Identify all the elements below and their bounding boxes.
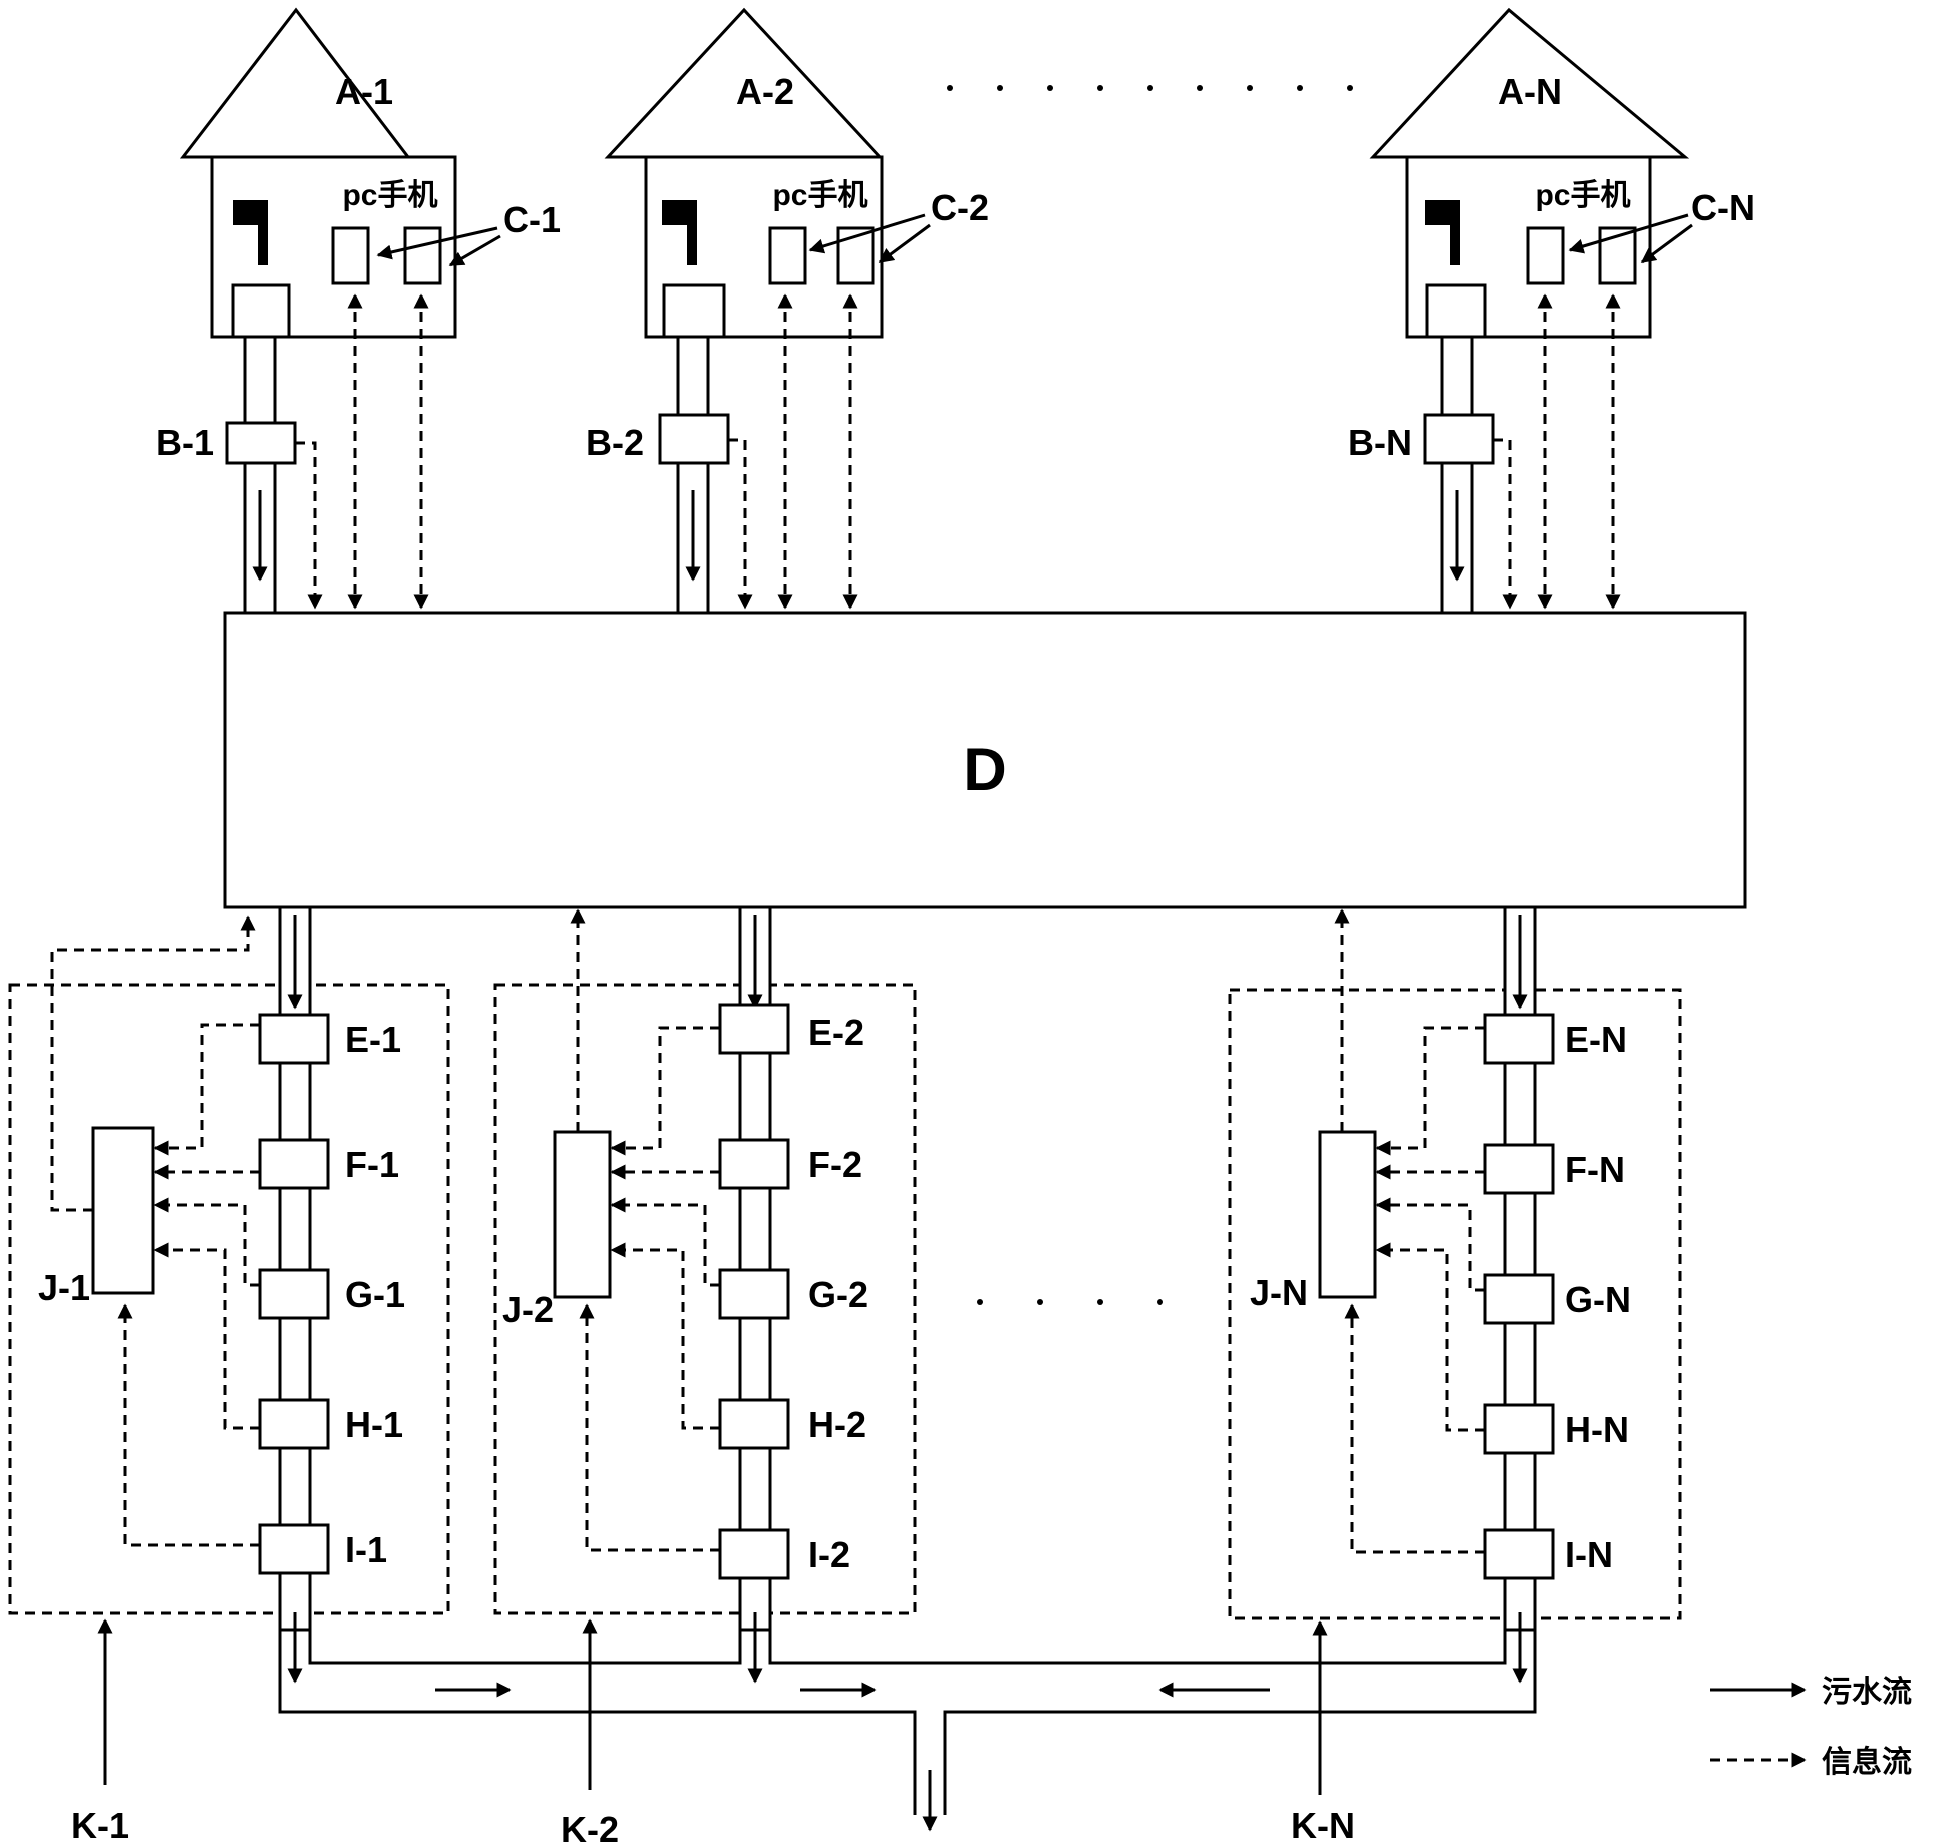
unit-boundary bbox=[1228, 988, 1682, 1620]
pc-device-icon bbox=[1526, 226, 1565, 285]
sensor-e-label: E-2 bbox=[808, 1012, 864, 1053]
sensor-i bbox=[718, 1528, 790, 1580]
sensor-i-label: I-1 bbox=[345, 1529, 387, 1570]
treatment-unit-n: E-N F-N G-N H-N I-N J-N K-N bbox=[1228, 905, 1682, 1846]
sensor-g bbox=[258, 1268, 330, 1320]
device-text: pc手机 bbox=[342, 179, 437, 212]
controller-label: J-N bbox=[1250, 1272, 1308, 1313]
ellipsis-top bbox=[947, 85, 1353, 91]
sensor-e bbox=[718, 1003, 790, 1055]
sensor-e-label: E-1 bbox=[345, 1019, 401, 1060]
legend-sewage-label: 污水流 bbox=[1822, 1676, 1912, 1709]
flow-meter bbox=[658, 413, 730, 465]
sensor-g-label: G-2 bbox=[808, 1274, 868, 1315]
sensor-h bbox=[1483, 1403, 1555, 1455]
sensor-g-label: G-1 bbox=[345, 1274, 405, 1315]
sensor-f-label: F-N bbox=[1565, 1149, 1625, 1190]
sensor-e bbox=[1483, 1013, 1555, 1065]
meter-label: B-1 bbox=[156, 422, 214, 463]
treatment-unit-2: E-2 F-2 G-2 H-2 I-2 J-2 K-2 bbox=[493, 905, 917, 1847]
central-label: D bbox=[963, 736, 1006, 803]
sensor-h-label: H-1 bbox=[345, 1404, 403, 1445]
drain-outlet bbox=[231, 283, 291, 339]
house-label: A-2 bbox=[736, 71, 794, 112]
controller bbox=[91, 1126, 155, 1295]
sensor-f-label: F-2 bbox=[808, 1144, 862, 1185]
sensor-i bbox=[258, 1523, 330, 1575]
collection-main bbox=[278, 1630, 1537, 1832]
unit-boundary bbox=[8, 983, 450, 1615]
sensor-f-label: F-1 bbox=[345, 1144, 399, 1185]
house-label: A-N bbox=[1498, 71, 1562, 112]
central-system-box bbox=[223, 611, 1747, 909]
device-text: pc手机 bbox=[1535, 179, 1630, 212]
pc-device-icon bbox=[331, 226, 370, 285]
sensor-i-label: I-N bbox=[1565, 1534, 1613, 1575]
meter-label: B-2 bbox=[586, 422, 644, 463]
house-2: A-2 pc手机 C-2 B-2 bbox=[586, 7, 989, 615]
phone-device-icon bbox=[1598, 226, 1637, 285]
device-label: C-1 bbox=[503, 199, 561, 240]
ellipsis-bottom bbox=[977, 1299, 1163, 1305]
sensor-f bbox=[718, 1138, 790, 1190]
sensor-i bbox=[1483, 1528, 1555, 1580]
unit-boundary bbox=[493, 983, 917, 1615]
sensor-f bbox=[258, 1138, 330, 1190]
house-1: A-1 pc手机 C-1 B-1 bbox=[156, 7, 561, 615]
flow-meter bbox=[1423, 413, 1495, 465]
controller-label: J-1 bbox=[38, 1267, 90, 1308]
house-label: A-1 bbox=[335, 71, 393, 112]
sensor-h bbox=[718, 1398, 790, 1450]
phone-device-icon bbox=[403, 226, 442, 285]
pc-device-icon bbox=[768, 226, 807, 285]
sensor-h bbox=[258, 1398, 330, 1450]
treatment-unit-1: E-1 F-1 G-1 H-1 I-1 J-1 K-1 bbox=[8, 905, 450, 1846]
toilet-icon bbox=[1425, 200, 1460, 265]
legend: 污水流 信息流 bbox=[1710, 1676, 1912, 1779]
sensor-g-label: G-N bbox=[1565, 1279, 1631, 1320]
sensor-e-label: E-N bbox=[1565, 1019, 1627, 1060]
sensor-f bbox=[1483, 1143, 1555, 1195]
sensor-h-label: H-2 bbox=[808, 1404, 866, 1445]
toilet-icon bbox=[233, 200, 268, 265]
sensor-i-label: I-2 bbox=[808, 1534, 850, 1575]
input-label: K-1 bbox=[71, 1805, 129, 1846]
input-label: K-N bbox=[1291, 1805, 1355, 1846]
flow-meter bbox=[225, 421, 297, 465]
sensor-e bbox=[258, 1013, 330, 1065]
house-n: A-N pc手机 C-N B-N bbox=[1348, 7, 1755, 615]
controller-label: J-2 bbox=[502, 1289, 554, 1330]
device-label: C-2 bbox=[931, 187, 989, 228]
drain-outlet bbox=[662, 283, 726, 339]
controller bbox=[553, 1130, 612, 1299]
meter-label: B-N bbox=[1348, 422, 1412, 463]
sensor-h-label: H-N bbox=[1565, 1409, 1629, 1450]
toilet-icon bbox=[662, 200, 697, 265]
legend-info-label: 信息流 bbox=[1822, 1745, 1912, 1779]
controller bbox=[1318, 1130, 1377, 1299]
input-label: K-2 bbox=[561, 1809, 619, 1847]
sensor-g bbox=[718, 1268, 790, 1320]
device-text: pc手机 bbox=[772, 179, 867, 212]
drain-outlet bbox=[1425, 283, 1487, 339]
sensor-g bbox=[1483, 1273, 1555, 1325]
device-label: C-N bbox=[1691, 187, 1755, 228]
